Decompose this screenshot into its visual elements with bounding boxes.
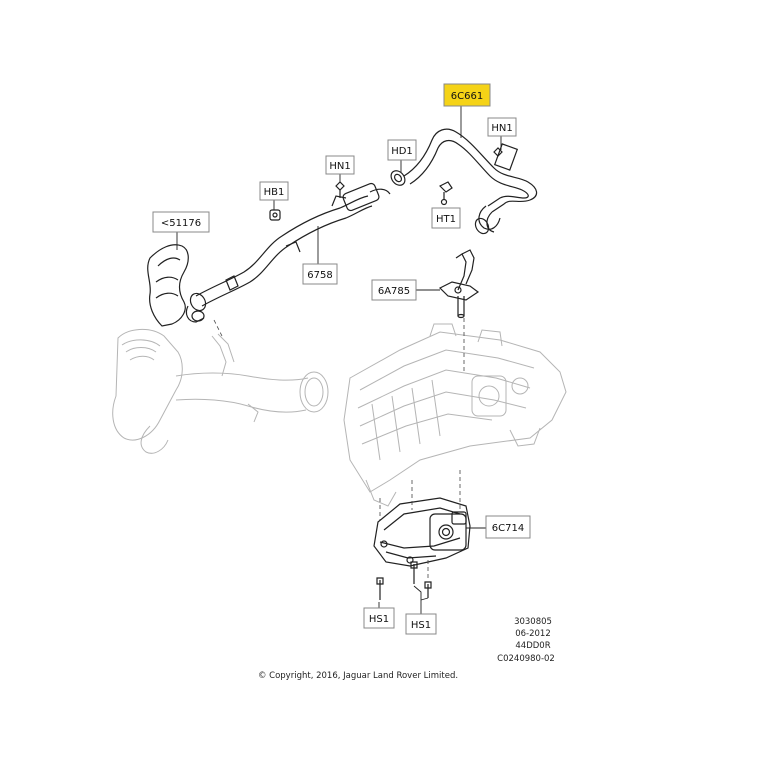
- ghost-engine-block: [343, 323, 567, 507]
- drawing-reference: C0240980-02: [497, 654, 555, 664]
- callout-ht1[interactable]: HT1: [431, 207, 461, 229]
- callout-6c714[interactable]: 6C714: [485, 515, 531, 539]
- callout-6a785[interactable]: 6A785: [371, 279, 417, 301]
- nut-hn1-left: [335, 181, 345, 198]
- callout-6c714-text: 6C714: [492, 523, 524, 534]
- connector-6a785: [438, 249, 480, 319]
- callout-hn1-left[interactable]: HN1: [325, 155, 355, 175]
- callout-ht1-text: HT1: [436, 214, 456, 225]
- callout-hd1-text: HD1: [391, 146, 413, 157]
- drawing-code: 44DD0R: [515, 641, 550, 651]
- bolts-hs1: [376, 561, 432, 600]
- hose-clip-hd1: [390, 170, 406, 186]
- callout-6c661[interactable]: 6C661: [443, 83, 491, 107]
- callout-hb1[interactable]: HB1: [259, 181, 289, 201]
- callout-6a785-text: 6A785: [378, 286, 410, 297]
- module-6c714: [373, 497, 471, 567]
- callout-hs1-right[interactable]: HS1: [405, 613, 437, 635]
- callout-hs1-left-text: HS1: [369, 614, 389, 625]
- pipe-6758-clamp: [185, 292, 207, 323]
- fitting-ht1: [438, 181, 453, 206]
- ghost-intake-pipe: [112, 329, 329, 454]
- callout-hb1-text: HB1: [264, 187, 285, 198]
- callout-hn1-top-text: HN1: [491, 123, 512, 134]
- callout-6c661-text: 6C661: [451, 91, 483, 102]
- callout-6758[interactable]: 6758: [302, 263, 338, 285]
- callout-hd1[interactable]: HD1: [387, 139, 417, 161]
- callout-hn1-left-text: HN1: [329, 161, 350, 172]
- clip-hb1: [269, 209, 281, 221]
- callout-hs1-left[interactable]: HS1: [363, 607, 395, 629]
- callout-hn1-top[interactable]: HN1: [487, 117, 517, 137]
- drawing-date: 06-2012: [515, 629, 551, 639]
- callout-6758-text: 6758: [307, 270, 332, 281]
- heat-shield-51176: [147, 244, 189, 327]
- hose-6c661: [403, 128, 538, 235]
- callout-51176[interactable]: <51176: [152, 211, 210, 233]
- drawing-info: 3030805 06-2012 44DD0R C0240980-02: [497, 617, 555, 664]
- drawing-number: 3030805: [514, 617, 552, 627]
- callout-51176-text: <51176: [161, 218, 201, 229]
- nut-hn1-top: [493, 147, 503, 157]
- copyright-notice: © Copyright, 2016, Jaguar Land Rover Lim…: [258, 671, 458, 681]
- pipe-6758: [195, 182, 391, 307]
- leader-lines: [176, 106, 502, 614]
- callout-hs1-right-text: HS1: [411, 620, 431, 631]
- assembly-lines: [213, 318, 465, 578]
